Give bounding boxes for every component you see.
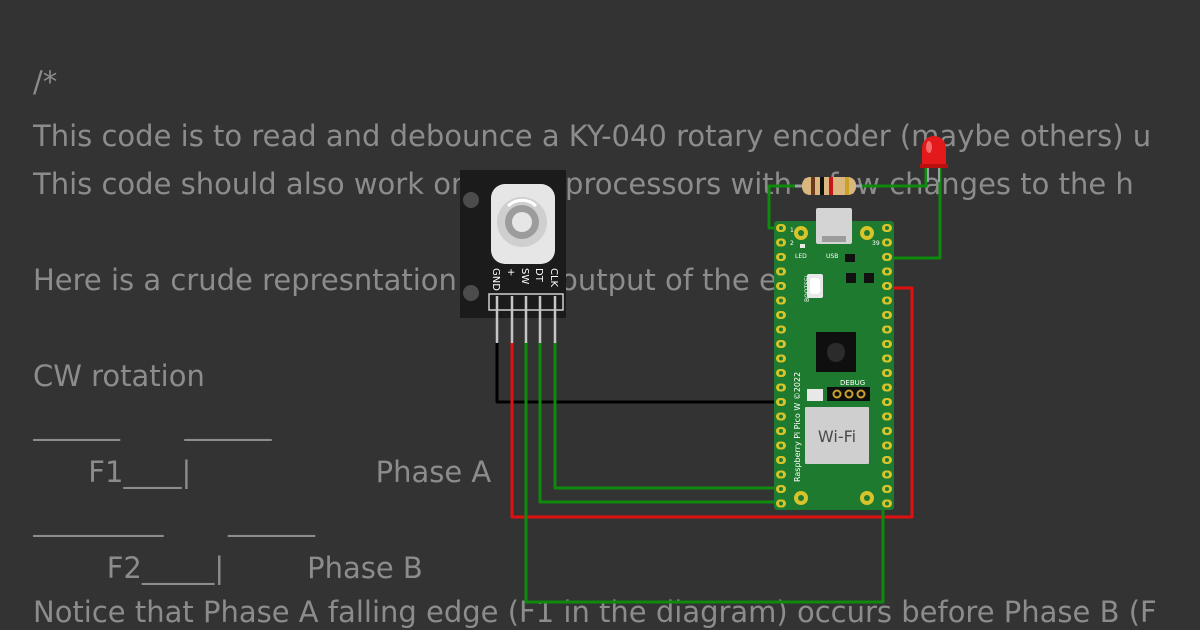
- header-pin-hole: [885, 342, 889, 346]
- header-pin-hole: [885, 226, 889, 230]
- header-pin-hole: [885, 385, 889, 390]
- code-line: F2_____| Phase B: [33, 551, 423, 585]
- header-pin-hole: [885, 298, 889, 303]
- pin-39-label: 39: [872, 240, 880, 247]
- header-pin-hole: [779, 327, 783, 332]
- pin-1-label: 1: [790, 227, 794, 234]
- header-pin-hole: [779, 443, 783, 448]
- header-pin-hole: [779, 472, 783, 477]
- header-pin-hole: [779, 313, 783, 317]
- pin-label-gnd: GND: [490, 268, 501, 291]
- header-pin-hole: [885, 472, 889, 477]
- ky040-encoder[interactable]: CLK DT SW + GND: [460, 170, 566, 343]
- wire-resistor-led[interactable]: [855, 168, 928, 188]
- header-pin-hole: [779, 371, 783, 375]
- header-pin-hole: [779, 487, 783, 491]
- header-pin-hole: [779, 356, 783, 361]
- code-line: Here is a crude represntation of the out…: [33, 263, 878, 297]
- pico-w-board[interactable]: 1 2 39 LED USB BOOTSEL DEBUG Raspberry P…: [774, 208, 894, 510]
- wire-sw[interactable]: [524, 342, 885, 604]
- header-pin-hole: [885, 240, 889, 245]
- header-pin-hole: [779, 458, 783, 462]
- pin-label-sw: SW: [519, 268, 530, 284]
- header-pin-hole: [885, 255, 889, 259]
- header-pin-hole: [779, 255, 783, 259]
- header-pin-hole: [885, 501, 889, 506]
- header-pin-hole: [779, 284, 783, 288]
- header-pin-hole: [885, 284, 889, 288]
- header-pin-hole: [885, 400, 889, 404]
- wire-gnd[interactable]: [495, 342, 780, 404]
- header-pin-hole: [779, 269, 783, 274]
- header-pin-hole: [885, 356, 889, 361]
- code-line: ______ ______: [33, 407, 272, 441]
- header-pin-hole: [779, 414, 783, 419]
- header-pin-hole: [885, 487, 889, 491]
- pin-2-label: 2: [790, 240, 794, 247]
- board-name-label: Raspberry Pi Pico W ©2022: [793, 372, 802, 482]
- wifi-label: Wi-Fi: [818, 427, 856, 446]
- header-pin-hole: [885, 458, 889, 462]
- code-line: CW rotation: [33, 359, 205, 393]
- header-pin-hole: [885, 269, 889, 274]
- header-pin-hole: [779, 429, 783, 433]
- header-pin-hole: [885, 429, 889, 433]
- wifi-module: [805, 407, 869, 464]
- red-led[interactable]: [920, 136, 948, 182]
- header-pin-hole: [779, 240, 783, 245]
- header-pin-hole: [885, 371, 889, 375]
- header-pin-hole: [779, 298, 783, 303]
- debug-label: DEBUG: [840, 379, 865, 387]
- header-pin-hole: [779, 400, 783, 404]
- code-line: This code is to read and debounce a KY-0…: [33, 119, 1152, 153]
- header-pin-hole: [779, 385, 783, 390]
- header-pin-hole: [885, 313, 889, 317]
- pin-label-vcc: +: [505, 268, 516, 276]
- wire-led-gnd[interactable]: [888, 168, 942, 260]
- led-label: LED: [795, 253, 807, 260]
- code-line: F1____| Phase A: [33, 455, 492, 489]
- onboard-led: [800, 244, 805, 248]
- wire-clk[interactable]: [553, 342, 780, 490]
- wire-vcc[interactable]: [510, 286, 914, 519]
- code-line: /*: [33, 65, 58, 99]
- usb-label: USB: [826, 253, 838, 260]
- header-pin-hole: [779, 226, 783, 230]
- pin-headers: [776, 224, 892, 508]
- resistor[interactable]: [795, 177, 862, 195]
- code-line: _________ ______: [33, 503, 316, 537]
- header-pin-hole: [779, 342, 783, 346]
- header-pin-hole: [885, 414, 889, 419]
- usb-connector: [816, 208, 852, 244]
- header-pin-hole: [885, 443, 889, 448]
- pin-label-dt: DT: [533, 268, 544, 283]
- wire-dt[interactable]: [538, 342, 780, 504]
- pin-label-clk: CLK: [548, 268, 559, 288]
- header-pin-hole: [779, 501, 783, 506]
- header-pin-hole: [885, 327, 889, 332]
